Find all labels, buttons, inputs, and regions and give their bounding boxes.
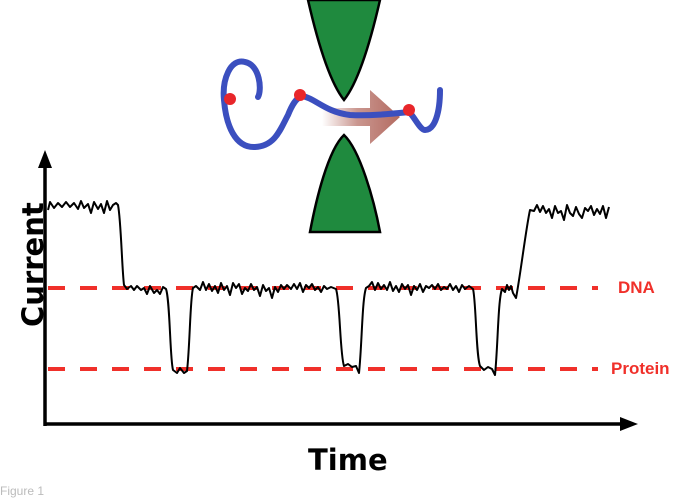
nanopore-icon — [306, 0, 382, 234]
dna-strand-icon — [220, 58, 443, 150]
protein-level-label: Protein — [611, 359, 670, 378]
nanopore-bottom-cone — [308, 133, 382, 234]
dna-level-label: DNA — [618, 278, 655, 297]
figure-caption: Figure 1 — [0, 484, 45, 498]
x-axis-label: Time — [308, 443, 388, 477]
protein-markers — [224, 89, 415, 116]
axes — [38, 150, 638, 431]
nanopore-top-cone — [306, 0, 382, 103]
y-axis-label: Current — [16, 202, 50, 327]
protein-marker-icon — [403, 104, 415, 116]
protein-marker-icon — [294, 89, 306, 101]
protein-marker-icon — [224, 93, 236, 105]
y-axis-arrow-icon — [38, 150, 52, 168]
current-trace — [47, 200, 610, 376]
x-axis-arrow-icon — [620, 417, 638, 431]
